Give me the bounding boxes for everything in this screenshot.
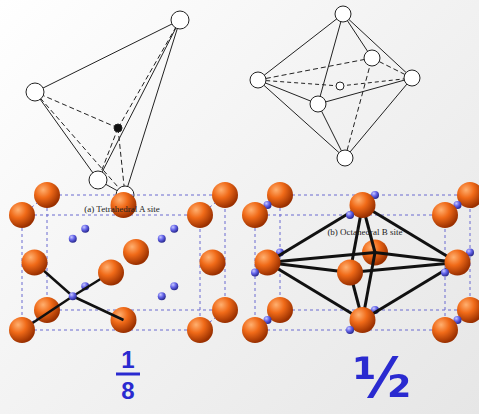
fraction-half: ½ (353, 350, 411, 406)
fraction-bar (116, 373, 140, 376)
fraction-numerator: 1 (121, 348, 134, 372)
figure-caption: (a) Tetrahedral A site (84, 205, 159, 214)
fraction-denominator: 8 (121, 379, 134, 403)
figure-caption: (b) Octahedral B site (327, 228, 402, 237)
tetrahedron-sketch (26, 11, 189, 204)
fcc-cell-octahedral (242, 182, 479, 343)
fcc-cell-tetrahedral (9, 182, 238, 343)
octahedron-sketch (250, 6, 420, 166)
